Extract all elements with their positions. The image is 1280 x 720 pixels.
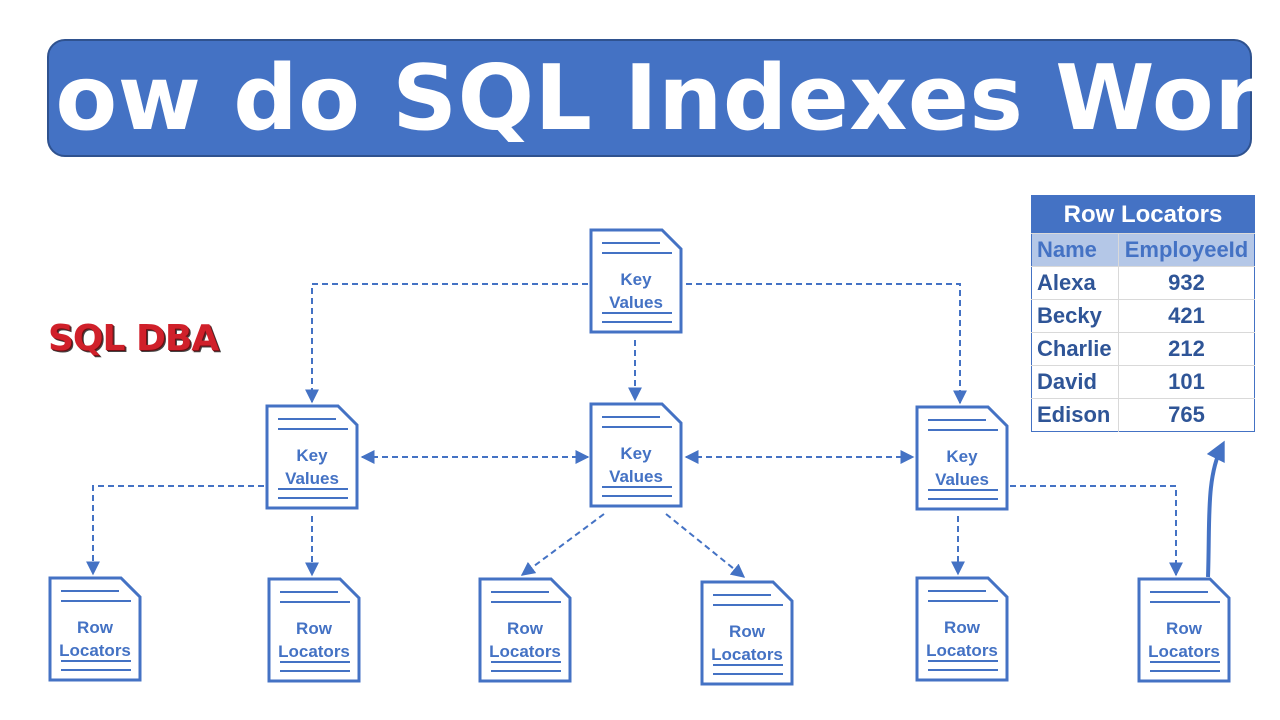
- document-icon: [478, 577, 572, 683]
- node-label-line: Row: [1166, 619, 1203, 638]
- document-icon: [1137, 577, 1231, 683]
- edge-mid-left-to-leaf-1: [86, 485, 264, 576]
- node-label-line: Locators: [59, 641, 131, 660]
- cell-employee-id: 932: [1118, 266, 1255, 300]
- edges-layer: [86, 283, 1225, 578]
- node-label-line: Key: [620, 270, 652, 289]
- cell-employee-id: 101: [1118, 365, 1255, 399]
- node-label-line: Key: [946, 447, 978, 466]
- node-label-line: Values: [935, 470, 989, 489]
- cell-employee-id: 421: [1118, 299, 1255, 333]
- cell-employee-id: 212: [1118, 332, 1255, 366]
- page-title: How do SQL Indexes Work: [0, 45, 1280, 151]
- cell-name: David: [1031, 365, 1119, 399]
- cell-employee-id: 765: [1118, 398, 1255, 432]
- node-label-line: Row: [729, 622, 766, 641]
- document-icon: [700, 580, 794, 686]
- table-row: David 101: [1031, 365, 1255, 399]
- node-label-line: Row: [77, 618, 114, 637]
- column-header-name: Name: [1031, 233, 1119, 267]
- table-header-row: Name EmployeeId: [1031, 233, 1255, 267]
- node-label-line: Values: [285, 469, 339, 488]
- edge-root-to-mid-left: [305, 283, 588, 404]
- sql-dba-logo: SQL DBA: [48, 318, 219, 359]
- node-label-line: Values: [609, 467, 663, 486]
- node-label-line: Row: [296, 619, 333, 638]
- document-icon: [915, 576, 1009, 682]
- node-label-line: Values: [609, 293, 663, 312]
- node-label-line: Locators: [1148, 642, 1220, 661]
- node-label-line: Row: [507, 619, 544, 638]
- document-icon: [267, 577, 361, 683]
- table-row: Edison 765: [1031, 398, 1255, 432]
- node-label-line: Locators: [489, 642, 561, 661]
- document-icon: [589, 402, 683, 508]
- node-label-line: Locators: [711, 645, 783, 664]
- node-label-line: Locators: [278, 642, 350, 661]
- document-icon: [589, 228, 683, 334]
- table-row: Becky 421: [1031, 299, 1255, 333]
- cell-name: Alexa: [1031, 266, 1119, 300]
- document-icon: [265, 404, 359, 510]
- edge-root-to-mid-right: [686, 283, 967, 405]
- edge-mid-center-to-leaf-4: [665, 513, 746, 578]
- table-row: Charlie 212: [1031, 332, 1255, 366]
- node-label-line: Key: [296, 446, 328, 465]
- table-row: Alexa 932: [1031, 266, 1255, 300]
- nodes-layer: KeyValuesKeyValuesKeyValuesKeyValuesRowL…: [48, 228, 1231, 686]
- node-label-line: Locators: [926, 641, 998, 660]
- row-locators-table: Row Locators Name EmployeeId Alexa 932 B…: [1031, 195, 1255, 432]
- node-label-line: Row: [944, 618, 981, 637]
- cell-name: Becky: [1031, 299, 1119, 333]
- edge-mid-center-to-leaf-3: [520, 513, 605, 576]
- node-label-line: Key: [620, 444, 652, 463]
- edge-mid-right-to-leaf-6: [1010, 485, 1183, 577]
- document-icon: [915, 405, 1009, 511]
- cell-name: Edison: [1031, 398, 1119, 432]
- cell-name: Charlie: [1031, 332, 1119, 366]
- table-title: Row Locators: [1031, 195, 1255, 234]
- document-icon: [48, 576, 142, 682]
- edge-leaf-to-table-arrow: [1206, 440, 1225, 578]
- title-banner: How do SQL Indexes Work: [0, 39, 1280, 157]
- column-header-employeeid: EmployeeId: [1118, 233, 1255, 267]
